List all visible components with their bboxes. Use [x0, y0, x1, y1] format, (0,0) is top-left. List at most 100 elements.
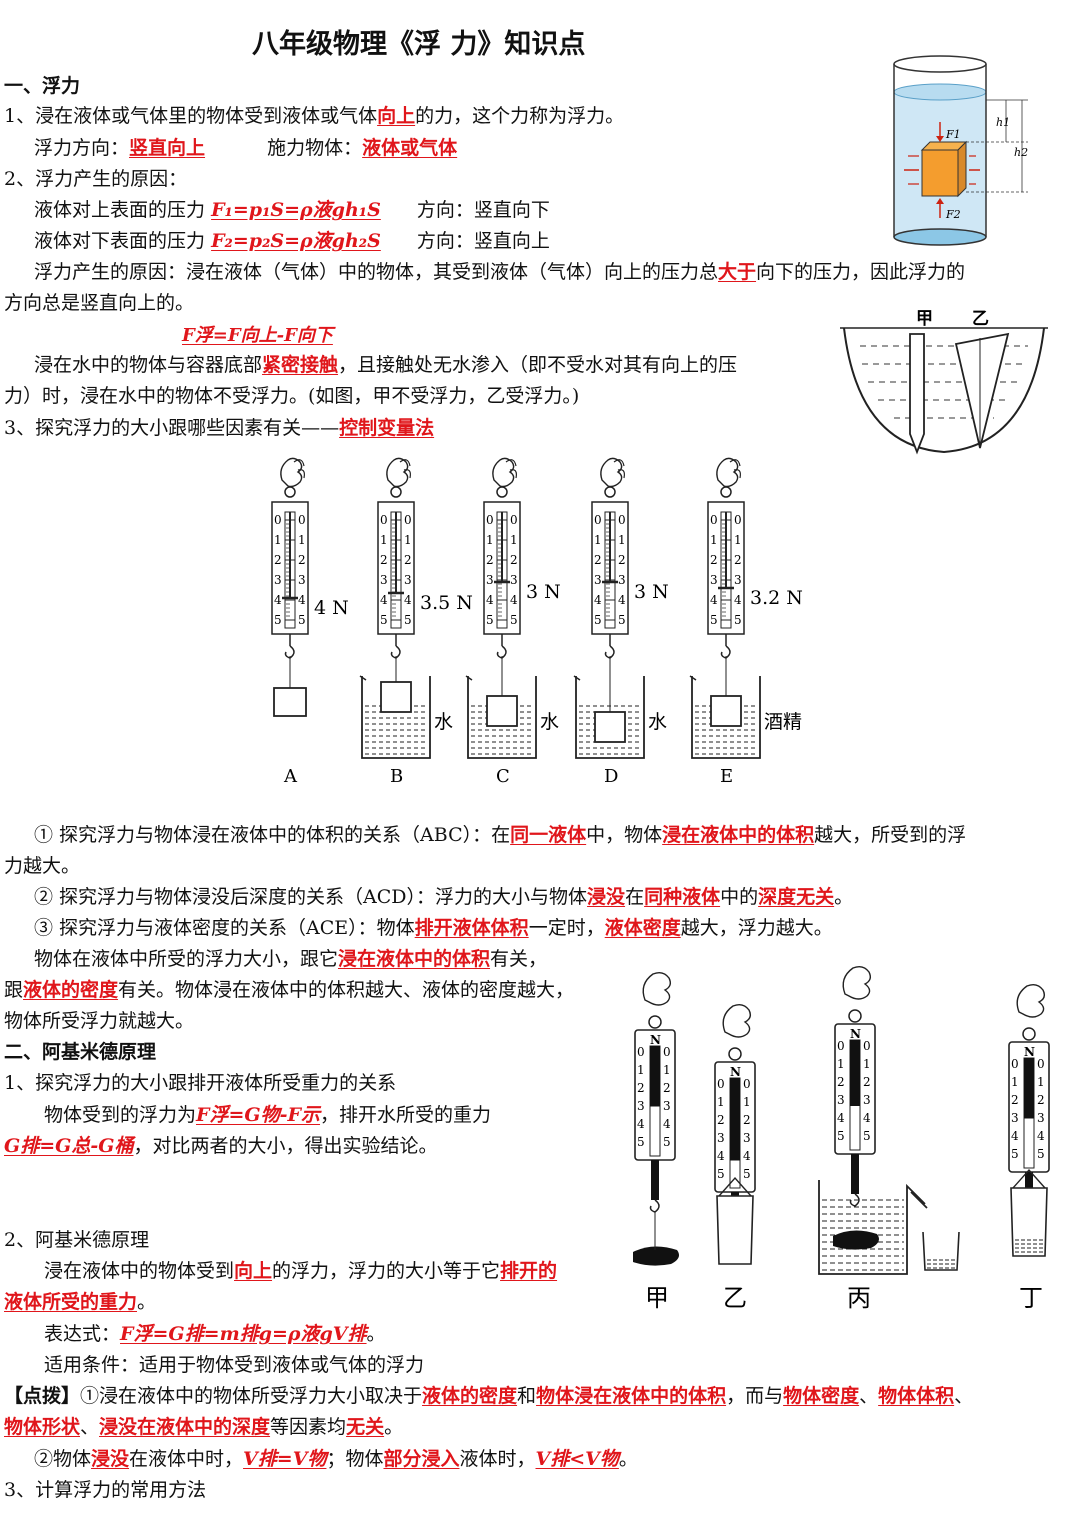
- tip-line-1: 【点拨】①浸在液体中的物体所受浮力大小取决于液体的密度和物体浸在液体中的体积，而…: [4, 1384, 973, 1408]
- tick-label: 5: [743, 1167, 751, 1181]
- summary-line-2: 跟液体的密度有关。物体浸在液体中的体积越大、液体的密度越大，: [4, 978, 574, 1002]
- tick-label: 2: [863, 1075, 871, 1089]
- yi-label: 乙: [972, 309, 989, 329]
- tick-label: 3: [298, 573, 306, 587]
- tick-label: 2: [486, 553, 494, 567]
- tick-label: 5: [637, 1135, 645, 1149]
- tick-label: 2: [837, 1075, 845, 1089]
- key-term: 部分浸入: [383, 1448, 460, 1470]
- top-pressure-line: 液体对上表面的压力 F₁=p₁S=ρ液gh₁S 方向：竖直向下: [34, 198, 550, 222]
- tick-label: 3: [594, 573, 602, 587]
- formula: G排=G总-G桶: [4, 1135, 134, 1157]
- tick-label: 2: [380, 553, 388, 567]
- text: ；物体: [326, 1448, 384, 1470]
- tick-label: 0: [743, 1077, 751, 1091]
- summary-line-3: 物体所受浮力就越大。: [4, 1010, 195, 1032]
- tick-label: 1: [510, 533, 518, 547]
- h2-label: h2: [1014, 146, 1028, 159]
- tick-label: 4: [510, 593, 518, 607]
- tick-label: 4: [743, 1149, 751, 1163]
- tick-label: 3: [618, 573, 626, 587]
- tick-label: 0: [510, 513, 518, 527]
- condition-line: 适用条件：适用于物体受到液体或气体的浮力: [44, 1354, 425, 1376]
- tick-label: 0: [298, 513, 306, 527]
- text: 等因素均: [270, 1416, 347, 1438]
- text: ③ 探究浮力与液体密度的关系（ACE）：物体: [34, 917, 415, 939]
- s2-para-1b: 物体受到的浮力为F浮=G物-F示，排开水所受的重力: [44, 1103, 491, 1127]
- tick-label: 2: [594, 553, 602, 567]
- text: 一定时，: [528, 917, 605, 939]
- tick-label: 0: [1011, 1057, 1019, 1071]
- key-term: 物体形状: [4, 1416, 81, 1438]
- key-term: 液体的密度: [23, 979, 119, 1001]
- tick-label: 1: [486, 533, 494, 547]
- experiment-letter: E: [720, 766, 733, 787]
- figure-label: 丙: [847, 1284, 871, 1312]
- tip-label: 【点拨】: [4, 1385, 81, 1407]
- tick-label: 5: [837, 1129, 845, 1143]
- label: 液体对上表面的压力: [34, 199, 206, 221]
- formula: F浮=G排=m排g=ρ液gV排: [120, 1323, 367, 1345]
- key-term: 液体所受的重力: [4, 1291, 138, 1313]
- tick-label: 2: [404, 553, 412, 567]
- text: 的力，这个力称为浮力。: [415, 105, 625, 127]
- liquid-label: 酒精: [764, 711, 802, 733]
- direction: 方向：竖直向上: [416, 230, 550, 252]
- tick-label: 2: [663, 1081, 671, 1095]
- tick-label: 5: [486, 613, 494, 627]
- scale-reading: 3 N: [526, 581, 561, 603]
- tick-label: 1: [663, 1063, 671, 1077]
- tick-label: 4: [710, 593, 718, 607]
- text: 的浮力，浮力的大小等于它: [272, 1260, 501, 1282]
- tick-label: 3: [717, 1131, 725, 1145]
- text: 、: [954, 1385, 974, 1407]
- object-lump: [633, 1246, 679, 1266]
- formula-diff: F浮=F向上-F向下: [182, 324, 333, 348]
- tick-label: 2: [710, 553, 718, 567]
- label: 施力物体：: [267, 137, 363, 159]
- text: 向下的压力，因此浮力的: [756, 261, 966, 283]
- tick-label: 5: [404, 613, 412, 627]
- key-term: 物体体积: [878, 1385, 955, 1407]
- tick-label: 4: [1037, 1129, 1045, 1143]
- experiment-letter: A: [283, 766, 298, 787]
- tick-label: 5: [863, 1129, 871, 1143]
- s2-para-1c: G排=G总-G桶，对比两者的大小，得出实验结论。: [4, 1134, 438, 1158]
- tick-label: 4: [863, 1111, 871, 1125]
- contact-line-1: 浸在水中的物体与容器底部紧密接触，且接触处无水渗入（即不受水对其有向上的压: [34, 353, 737, 377]
- tick-label: 4: [637, 1117, 645, 1131]
- tick-label: 5: [1011, 1147, 1019, 1161]
- figure-label: 丁: [1019, 1284, 1043, 1312]
- tick-label: 3: [663, 1099, 671, 1113]
- buoyancy-direction-line: 浮力方向：竖直向上 施力物体：液体或气体: [34, 136, 457, 160]
- tick-label: 5: [510, 613, 518, 627]
- tip-line-3: ②物体浸没在液体中时，V排=V物；物体部分浸入液体时，V排<V物。: [34, 1447, 638, 1471]
- text: 1、浸在液体或气体里的物体受到液体或气体: [4, 105, 378, 127]
- tick-label: 4: [717, 1149, 725, 1163]
- text: ，且接触处无水渗入（即不受水对其有向上的压: [338, 354, 738, 376]
- experiment-letter: B: [390, 766, 403, 787]
- text: 和: [517, 1385, 537, 1407]
- tick-label: 2: [743, 1113, 751, 1127]
- key-term: 物体浸在液体中的体积: [536, 1385, 727, 1407]
- law-line-2: 液体所受的重力。: [4, 1290, 156, 1314]
- text: 中，物体: [586, 824, 663, 846]
- tick-label: 4: [594, 593, 602, 607]
- tick-label: 1: [734, 533, 742, 547]
- tick-label: 3: [863, 1093, 871, 1107]
- empty-bucket: [716, 1195, 754, 1265]
- tick-label: 2: [510, 553, 518, 567]
- summary-line-1: 物体在液体中所受的浮力大小，跟它浸在液体中的体积有关，: [34, 947, 547, 971]
- tick-label: 0: [710, 513, 718, 527]
- tick-label: 0: [734, 513, 742, 527]
- cause-line-2: 方向总是竖直向上的。: [4, 292, 195, 314]
- formula: F₂=p₂S=ρ液gh₂S: [211, 230, 381, 252]
- tick-label: 1: [1011, 1075, 1019, 1089]
- law-line-1: 浸在液体中的物体受到向上的浮力，浮力的大小等于它排开的: [44, 1259, 557, 1283]
- tick-label: 1: [743, 1095, 751, 1109]
- exp-3-line: ③ 探究浮力与液体密度的关系（ACE）：物体排开液体体积一定时，液体密度越大，浮…: [34, 916, 833, 940]
